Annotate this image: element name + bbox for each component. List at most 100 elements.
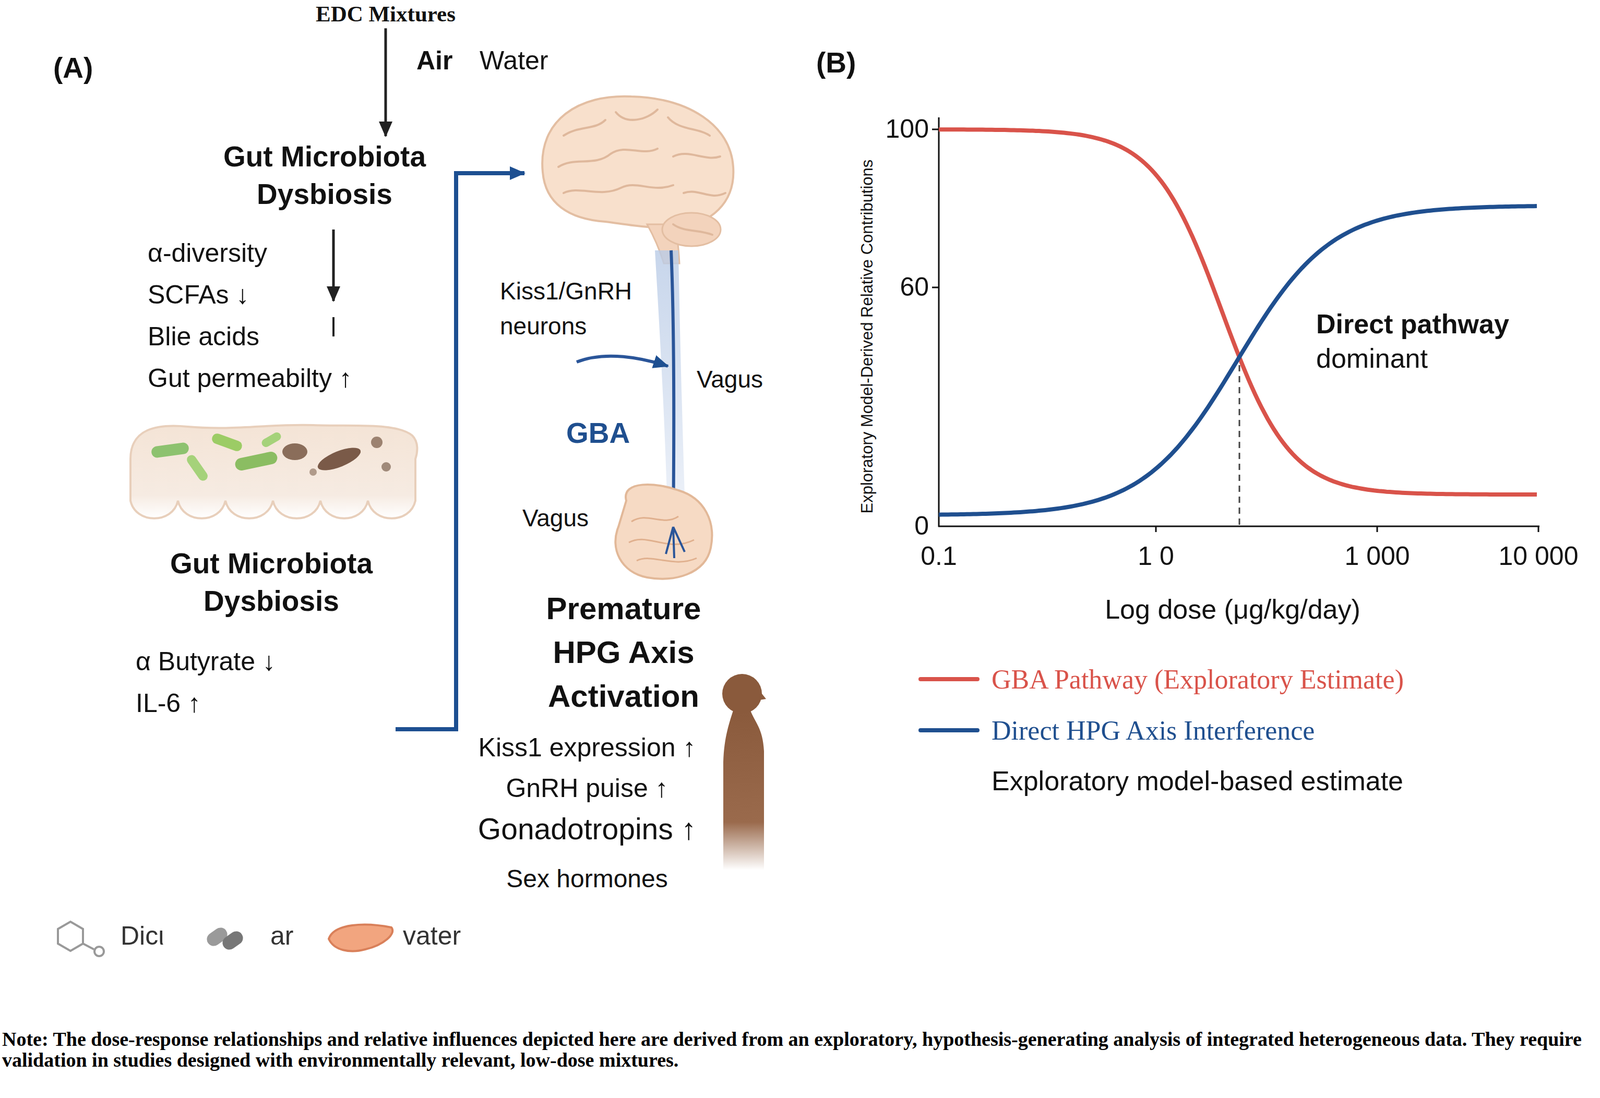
illustration-part bbox=[938, 129, 1537, 516]
text-label: vater bbox=[402, 921, 461, 952]
text-label: 1 0 bbox=[1137, 541, 1175, 572]
text-group-node: EDC Mixtures bbox=[315, 1, 456, 27]
illustration-part bbox=[563, 185, 674, 194]
node-heading: Gut Microbiota Dysbiosis bbox=[194, 138, 456, 213]
node-item: Gonadotropins ↑ bbox=[459, 808, 788, 850]
text-label: 0.1 bbox=[920, 541, 958, 572]
text-label: 0 bbox=[914, 511, 929, 542]
illustration-part bbox=[1238, 365, 1241, 526]
illustration-part bbox=[631, 516, 679, 522]
illustration-part bbox=[615, 109, 658, 121]
illustration-part bbox=[332, 229, 336, 302]
text-label: 10 000 bbox=[1498, 541, 1579, 572]
node-item: Gut permeabilty ↑ bbox=[146, 357, 504, 400]
illustration-part bbox=[57, 922, 83, 952]
illustration-part bbox=[932, 287, 939, 289]
illustration-part bbox=[309, 468, 317, 476]
illustration-part bbox=[654, 250, 685, 496]
illustration-part bbox=[636, 558, 697, 563]
illustration-part bbox=[673, 153, 721, 158]
illustration-part bbox=[150, 442, 190, 459]
illustration-part bbox=[282, 443, 308, 461]
illustration-part bbox=[332, 317, 335, 337]
node-item: α Butyrate ↓ bbox=[130, 640, 413, 683]
illustration-part bbox=[615, 484, 712, 580]
illustration-part bbox=[381, 462, 391, 472]
illustration-part bbox=[558, 148, 658, 167]
illustration-part bbox=[938, 206, 1537, 516]
illustration-part bbox=[683, 192, 726, 196]
illustration-part bbox=[219, 928, 246, 953]
illustration-part bbox=[723, 710, 764, 871]
text-label: Log dose (μg/kg/day) bbox=[1104, 594, 1361, 626]
illustration-part bbox=[938, 129, 1537, 495]
illustration-part bbox=[185, 453, 210, 483]
text-label: Air bbox=[416, 45, 453, 77]
node-item: Sex hormones bbox=[459, 858, 788, 900]
illustration-part bbox=[628, 539, 695, 545]
illustration-part bbox=[673, 224, 713, 235]
node-item: SCFAs ↓ bbox=[146, 273, 504, 316]
text-group-node: Gut Microbiota Dysbiosis α Butyrate ↓IL-6… bbox=[130, 545, 413, 725]
illustration-part bbox=[576, 356, 668, 367]
illustration-part bbox=[328, 925, 393, 952]
illustration-part bbox=[233, 450, 279, 473]
illustration-part bbox=[558, 109, 726, 235]
illustration-part bbox=[371, 436, 383, 449]
text-label: ar bbox=[270, 921, 294, 952]
illustration-part bbox=[542, 96, 734, 229]
text-label: Water bbox=[479, 45, 549, 77]
text-label: Kiss1/GnRH neurons bbox=[499, 273, 667, 344]
illustration-part bbox=[1155, 526, 1157, 533]
illustration-part bbox=[210, 432, 244, 453]
text-group-node: Premature HPG Axis ActivationKiss1 expre… bbox=[459, 587, 788, 900]
illustration-part bbox=[315, 443, 364, 476]
text-label: Vagus bbox=[522, 504, 589, 533]
text-label: 1 000 bbox=[1344, 541, 1410, 572]
text-label: Dicι bbox=[120, 921, 164, 952]
illustration-part bbox=[671, 250, 674, 528]
illustration-part bbox=[938, 117, 940, 528]
illustration-part bbox=[82, 944, 94, 950]
illustration-part bbox=[563, 120, 606, 136]
legend-text: GBA Pathway (Exploratory Estimate) bbox=[991, 664, 1404, 696]
text-group-node: Gut Microbiota Dysbiosis α-diversitySCFAs… bbox=[146, 138, 504, 400]
text-label: (A) bbox=[53, 51, 93, 85]
connector-arrow bbox=[384, 28, 387, 137]
node-item: Kiss1 expression ↑ bbox=[459, 727, 788, 769]
text-label: 60 bbox=[899, 272, 929, 303]
illustration-part bbox=[260, 431, 283, 449]
illustration-part bbox=[1537, 526, 1540, 533]
node-heading: Premature HPG Axis Activation bbox=[534, 587, 713, 719]
text-label: Exploratory Model-Derived Relative Contr… bbox=[857, 159, 877, 515]
illustration-part bbox=[628, 516, 697, 563]
text-label: (B) bbox=[816, 46, 856, 80]
legend-swatch bbox=[918, 728, 980, 733]
figure-caption: Note: The dose-response relationships an… bbox=[2, 1029, 1598, 1071]
legend-text: Direct HPG Axis Interference bbox=[991, 715, 1315, 747]
illustration-part bbox=[667, 117, 710, 136]
illustration-part bbox=[1376, 526, 1379, 533]
illustration-part bbox=[665, 527, 685, 559]
node-item: IL-6 ↑ bbox=[130, 682, 413, 725]
node-item: Blie acids bbox=[146, 315, 504, 358]
illustration-part bbox=[932, 128, 939, 131]
node-heading: Gut Microbiota Dysbiosis bbox=[140, 545, 402, 620]
node-heading: EDC Mixtures bbox=[315, 1, 456, 27]
node-item: α-diversity bbox=[146, 232, 504, 274]
text-label: Direct pathway bbox=[1316, 308, 1510, 341]
illustration-part bbox=[94, 947, 104, 957]
illustration-part bbox=[722, 674, 762, 714]
illustration-part bbox=[759, 691, 767, 701]
illustration-part bbox=[938, 526, 1540, 528]
text-label: Vagus bbox=[696, 365, 763, 394]
text-label: 100 bbox=[885, 114, 929, 145]
text-label: Exploratory model-based estimate bbox=[991, 766, 1404, 798]
illustration-part bbox=[662, 212, 721, 247]
illustration-part bbox=[130, 425, 417, 519]
text-label: GBA bbox=[566, 416, 630, 450]
text-label: dominant bbox=[1316, 343, 1428, 375]
legend-swatch bbox=[918, 677, 980, 682]
